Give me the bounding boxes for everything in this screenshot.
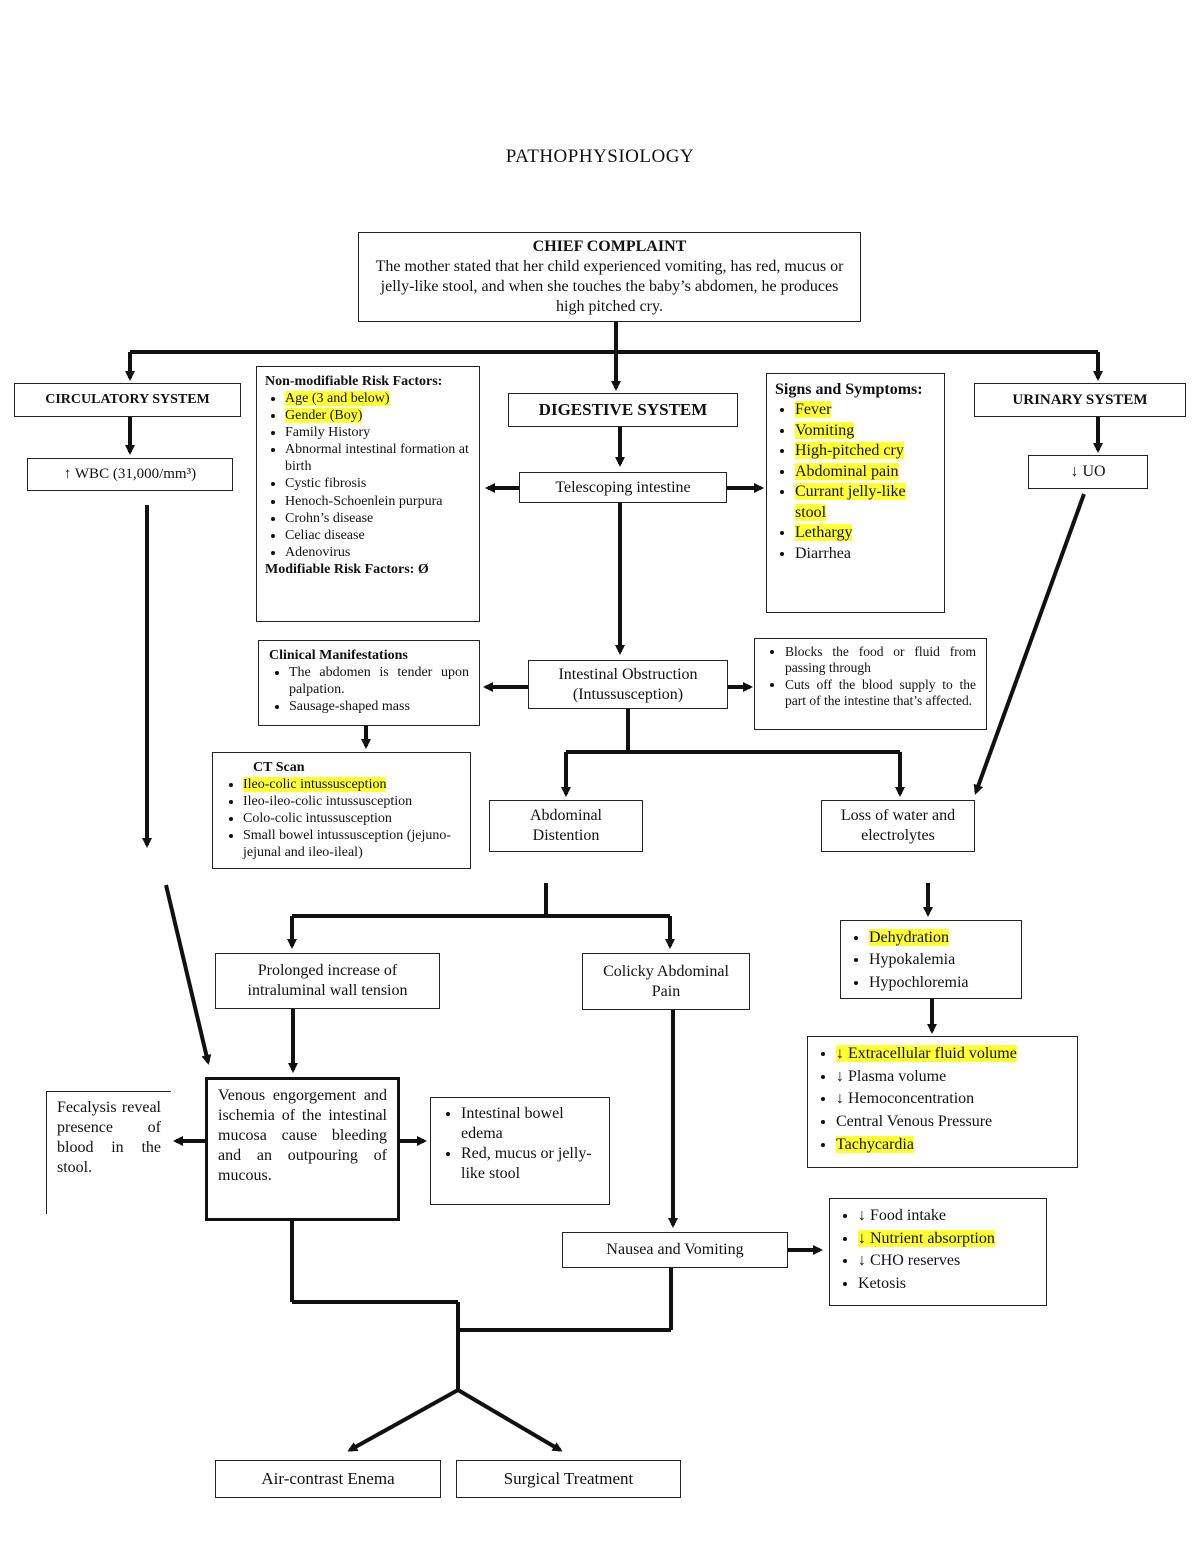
fecalysis-box: Fecalysis reveal presence of blood in th… — [46, 1091, 171, 1214]
risk-factor-item: Family History — [285, 424, 471, 441]
bowel-edema-list: Intestinal bowel edemaRed, mucus or jell… — [441, 1104, 599, 1184]
wbc-text: ↑ WBC (31,000/mm³) — [63, 466, 197, 483]
air-contrast-enema-box: Air-contrast Enema — [215, 1460, 441, 1498]
uo-box: ↓ UO — [1028, 455, 1148, 489]
risk-factor-item: Age (3 and below) — [285, 390, 471, 407]
page-title: PATHOPHYSIOLOGY — [505, 146, 695, 167]
risk-factor-item: Gender (Boy) — [285, 407, 471, 424]
obstruction-line1: Intestinal Obstruction — [558, 665, 698, 683]
chief-complaint-heading: CHIEF COMPLAINT — [532, 238, 687, 255]
dehydration-item: Hypokalemia — [869, 949, 1013, 971]
ct-scan-box: CT Scan Ileo-colic intussusceptionIleo-i… — [212, 752, 471, 869]
food-item: Ketosis — [858, 1273, 1038, 1296]
air-contrast-enema-text: Air-contrast Enema — [261, 1469, 395, 1489]
circulatory-system-heading: CIRCULATORY SYSTEM — [45, 392, 210, 408]
risk-factor-item: Adenovirus — [285, 544, 471, 561]
extracellular-list: ↓ Extracellular fluid volume↓ Plasma vol… — [816, 1043, 1069, 1157]
urinary-system-heading: URINARY SYSTEM — [1012, 391, 1148, 408]
food-item: ↓ CHO reserves — [858, 1250, 1038, 1273]
extracellular-item: Tachycardia — [836, 1134, 1069, 1157]
modifiable-risk-factors: Modifiable Risk Factors: Ø — [265, 561, 429, 577]
symptom-item: Lethargy — [795, 523, 936, 543]
signs-symptoms-heading: Signs and Symptoms: — [775, 381, 923, 398]
clinical-manifestations-list: The abdomen is tender upon palpation.Sau… — [269, 664, 469, 715]
bowel-item: Intestinal bowel edema — [461, 1104, 599, 1144]
bowel-item: Red, mucus or jelly-like stool — [461, 1144, 599, 1184]
surgical-treatment-box: Surgical Treatment — [456, 1460, 681, 1498]
symptom-item: Abdominal pain — [795, 462, 936, 482]
risk-factors-heading: Non-modifiable Risk Factors: — [265, 374, 443, 389]
clinical-manifestations-box: Clinical Manifestations The abdomen is t… — [258, 640, 480, 726]
uo-text: ↓ UO — [1070, 463, 1106, 480]
obstruction-line2: (Intussusception) — [572, 685, 684, 703]
symptom-item: Vomiting — [795, 421, 936, 441]
extracellular-item: Central Venous Pressure — [836, 1111, 1069, 1134]
loss-water-electrolytes-box: Loss of water and electrolytes — [821, 800, 975, 852]
food-intake-box: ↓ Food intake↓ Nutrient absorption↓ CHO … — [829, 1198, 1047, 1306]
digestive-system-box: DIGESTIVE SYSTEM — [508, 393, 738, 427]
dehydration-item: Dehydration — [869, 927, 1013, 949]
urinary-system-box: URINARY SYSTEM — [974, 383, 1186, 417]
chief-complaint-box: CHIEF COMPLAINT The mother stated that h… — [358, 232, 861, 322]
dehydration-item: Hypochloremia — [869, 972, 1013, 994]
risk-factors-box: Non-modifiable Risk Factors: Age (3 and … — [256, 366, 480, 622]
symptom-item: Currant jelly-like stool — [795, 482, 936, 523]
risk-factor-item: Crohn’s disease — [285, 510, 471, 527]
telescoping-intestine-text: Telescoping intestine — [555, 478, 691, 496]
signs-symptoms-box: Signs and Symptoms: FeverVomitingHigh-pi… — [766, 373, 945, 613]
nausea-vomiting-box: Nausea and Vomiting — [562, 1232, 788, 1268]
clinical-manifestation-item: Sausage-shaped mass — [289, 698, 469, 715]
risk-factor-item: Abnormal intestinal formation at birth — [285, 441, 471, 475]
chief-complaint-text: The mother stated that her child experie… — [375, 258, 844, 315]
colicky-pain-box: Colicky Abdominal Pain — [582, 953, 750, 1010]
abdominal-distention-text: Abdominal Distention — [530, 807, 602, 844]
ct-finding-item: Colo-colic intussusception — [243, 810, 460, 827]
clinical-manifestation-item: The abdomen is tender upon palpation. — [289, 664, 469, 698]
obstruction-effects-list: Blocks the food or fluid from passing th… — [765, 644, 976, 710]
symptom-item: Diarrhea — [795, 544, 936, 564]
risk-factor-item: Henoch-Schoenlein purpura — [285, 493, 471, 510]
symptom-item: High-pitched cry — [795, 441, 936, 461]
food-item: ↓ Nutrient absorption — [858, 1228, 1038, 1251]
telescoping-intestine-box: Telescoping intestine — [519, 472, 727, 503]
signs-symptoms-list: FeverVomitingHigh-pitched cryAbdominal p… — [775, 400, 936, 564]
extracellular-item: ↓ Plasma volume — [836, 1066, 1069, 1089]
dehydration-box: DehydrationHypokalemiaHypochloremia — [840, 920, 1022, 999]
food-intake-list: ↓ Food intake↓ Nutrient absorption↓ CHO … — [838, 1205, 1038, 1296]
symptom-item: Fever — [795, 400, 936, 420]
obstruction-effects-box: Blocks the food or fluid from passing th… — [754, 638, 987, 730]
obstruction-effect-item: Cuts off the blood supply to the part of… — [785, 677, 976, 710]
ct-scan-list: Ileo-colic intussusceptionIleo-ileo-coli… — [223, 776, 460, 861]
wbc-box: ↑ WBC (31,000/mm³) — [27, 458, 233, 491]
fecalysis-text: Fecalysis reveal presence of blood in th… — [57, 1099, 161, 1176]
obstruction-effect-item: Blocks the food or fluid from passing th… — [785, 644, 976, 677]
abdominal-distention-box: Abdominal Distention — [489, 800, 643, 852]
clinical-manifestations-heading: Clinical Manifestations — [269, 648, 408, 663]
colicky-pain-text: Colicky Abdominal Pain — [603, 962, 729, 1000]
food-item: ↓ Food intake — [858, 1205, 1038, 1228]
ct-scan-heading: CT Scan — [253, 760, 305, 775]
venous-engorgement-text: Venous engorgement and ischemia of the i… — [218, 1087, 387, 1184]
risk-factors-list: Age (3 and below)Gender (Boy)Family Hist… — [265, 390, 471, 561]
venous-engorgement-box: Venous engorgement and ischemia of the i… — [205, 1077, 400, 1221]
intestinal-obstruction-box: Intestinal Obstruction (Intussusception) — [528, 660, 728, 709]
digestive-system-heading: DIGESTIVE SYSTEM — [538, 400, 708, 420]
extracellular-item: ↓ Hemoconcentration — [836, 1088, 1069, 1111]
dehydration-list: DehydrationHypokalemiaHypochloremia — [849, 927, 1013, 994]
loss-water-electrolytes-text: Loss of water and electrolytes — [840, 807, 956, 844]
nausea-vomiting-text: Nausea and Vomiting — [606, 1241, 744, 1258]
risk-factor-item: Cystic fibrosis — [285, 475, 471, 492]
surgical-treatment-text: Surgical Treatment — [503, 1469, 634, 1489]
ct-finding-item: Ileo-colic intussusception — [243, 776, 460, 793]
circulatory-system-box: CIRCULATORY SYSTEM — [14, 383, 241, 417]
ct-finding-item: Ileo-ileo-colic intussusception — [243, 793, 460, 810]
extracellular-box: ↓ Extracellular fluid volume↓ Plasma vol… — [807, 1036, 1078, 1168]
prolonged-tension-text: Prolonged increase of intraluminal wall … — [247, 962, 408, 999]
bowel-edema-box: Intestinal bowel edemaRed, mucus or jell… — [430, 1097, 610, 1205]
extracellular-item: ↓ Extracellular fluid volume — [836, 1043, 1069, 1066]
risk-factor-item: Celiac disease — [285, 527, 471, 544]
ct-finding-item: Small bowel intussusception (jejuno-jeju… — [243, 827, 460, 861]
prolonged-tension-box: Prolonged increase of intraluminal wall … — [215, 953, 440, 1009]
